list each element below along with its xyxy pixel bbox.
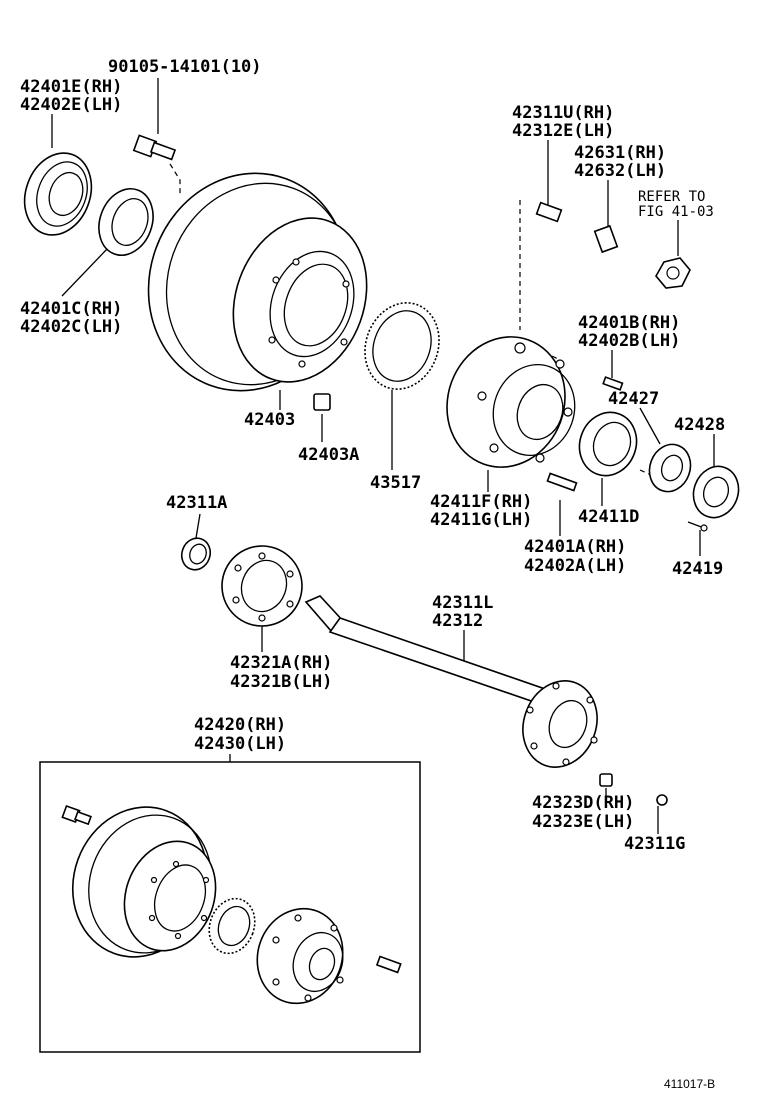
label-screw-419: 42419 bbox=[672, 559, 723, 579]
label-seal-rh: 42401E(RH) bbox=[20, 77, 122, 97]
label-bolt-g: 42311G bbox=[624, 834, 685, 854]
axle-hub-part bbox=[446, 336, 576, 468]
label-assy-lh: 42430(LH) bbox=[194, 734, 286, 754]
hub-nut-part bbox=[655, 257, 691, 289]
label-stud-lh: 42312E(LH) bbox=[512, 121, 614, 141]
hub-bolt-part bbox=[593, 224, 619, 254]
label-bearing-a: 42311A bbox=[166, 493, 227, 513]
label-refer-line1: REFER TO bbox=[638, 189, 705, 205]
label-shaft-1: 42311L bbox=[432, 593, 493, 613]
assembly-stud bbox=[375, 955, 402, 974]
label-shaft-2: 42312 bbox=[432, 611, 483, 631]
gasket-part bbox=[221, 545, 303, 627]
label-stud2-lh: 42632(LH) bbox=[574, 161, 666, 181]
pin-part bbox=[602, 376, 624, 391]
label-refer-line2: FIG 41-03 bbox=[638, 204, 714, 220]
bolt-part bbox=[132, 134, 177, 161]
assembly-hub bbox=[256, 907, 344, 1005]
clip-part bbox=[313, 393, 331, 411]
label-washer-428: 42428 bbox=[674, 415, 725, 435]
stud-a-part bbox=[546, 472, 578, 492]
label-rotor: 43517 bbox=[370, 473, 421, 493]
label-nut-427: 42427 bbox=[608, 389, 659, 409]
lock-nut-part bbox=[648, 443, 692, 493]
lock-washer-part bbox=[692, 465, 740, 519]
label-stud-rh: 42311U(RH) bbox=[512, 103, 614, 123]
assembly-bolt bbox=[61, 804, 92, 826]
label-bearing-d: 42411D bbox=[578, 507, 639, 527]
bearing-c-part bbox=[98, 188, 154, 256]
label-stud-a-rh: 42401A(RH) bbox=[524, 537, 626, 557]
label-hub-lh: 42411G(LH) bbox=[430, 510, 532, 530]
label-stud-a-lh: 42402A(LH) bbox=[524, 556, 626, 576]
label-drum: 42403 bbox=[244, 410, 295, 430]
hub-stud-part bbox=[535, 201, 563, 223]
label-stud2-rh: 42631(RH) bbox=[574, 143, 666, 163]
sensor-rotor-part bbox=[364, 302, 440, 390]
label-assy-rh: 42420(RH) bbox=[194, 715, 286, 735]
label-bolt-main: 90105-14101(10) bbox=[108, 57, 262, 77]
bearing-a-part bbox=[180, 537, 212, 571]
label-gasket-lh: 42321B(LH) bbox=[230, 672, 332, 692]
assembly-rotor bbox=[208, 897, 256, 955]
brake-drum-part bbox=[147, 172, 368, 392]
bearing-d-part bbox=[578, 411, 638, 477]
oil-seal-part bbox=[23, 152, 93, 236]
label-bearing-c-rh: 42401C(RH) bbox=[20, 299, 122, 319]
part-labels: 90105-14101(10) 42401E(RH) 42402E(LH) 42… bbox=[20, 57, 725, 1091]
label-pin-b-rh: 42401B(RH) bbox=[578, 313, 680, 333]
label-hub-rh: 42411F(RH) bbox=[430, 492, 532, 512]
bolt-g-part bbox=[656, 794, 668, 806]
nut-d-part bbox=[599, 773, 613, 787]
label-gasket-rh: 42321A(RH) bbox=[230, 653, 332, 673]
label-nut-d-lh: 42323E(LH) bbox=[532, 812, 634, 832]
screw-part bbox=[687, 521, 708, 532]
figure-code: 411017-B bbox=[664, 1077, 715, 1091]
label-pin-b-lh: 42402B(LH) bbox=[578, 331, 680, 351]
label-bearing-c-lh: 42402C(LH) bbox=[20, 317, 122, 337]
assembly-drum bbox=[71, 806, 217, 958]
axle-shaft-part bbox=[304, 595, 598, 768]
label-nut-d-rh: 42323D(RH) bbox=[532, 793, 634, 813]
label-clip: 42403A bbox=[298, 445, 359, 465]
label-seal-lh: 42402E(LH) bbox=[20, 95, 122, 115]
assembly-box bbox=[39, 761, 421, 1053]
